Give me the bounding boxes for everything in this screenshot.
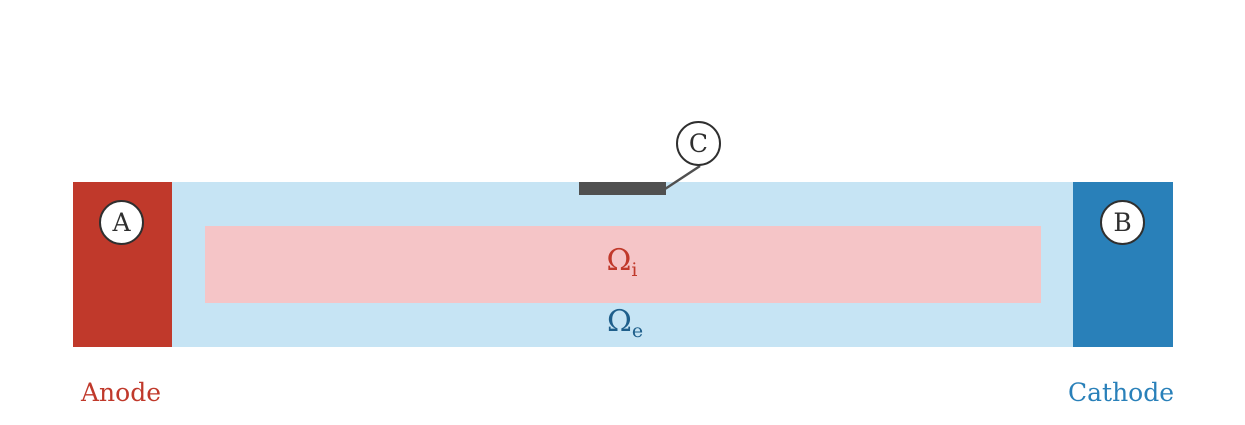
marker-a: A (99, 200, 144, 245)
inner-region (205, 226, 1041, 303)
omega-i-subscript: i (631, 259, 638, 281)
marker-c: C (676, 121, 721, 166)
omega-e-symbol: Ω (606, 304, 632, 339)
anode-label: Anode (81, 378, 162, 407)
electrode-c-bar (579, 182, 666, 195)
omega-e-label: Ωe (607, 307, 643, 341)
omega-i-symbol: Ω (606, 243, 632, 278)
marker-b: B (1100, 200, 1145, 245)
omega-e-subscript: e (631, 320, 644, 342)
omega-i-label: Ωi (607, 246, 638, 280)
cathode-label: Cathode (1068, 378, 1175, 407)
